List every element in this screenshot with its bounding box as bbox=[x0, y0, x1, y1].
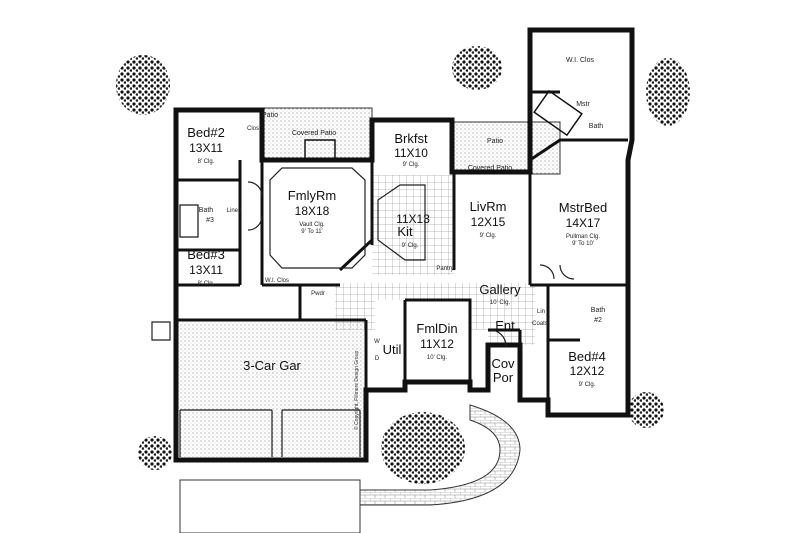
master-tub bbox=[533, 89, 583, 137]
kitchen-floor bbox=[372, 175, 454, 275]
driveway bbox=[179, 479, 361, 533]
kitchen-island bbox=[377, 184, 426, 261]
shrub-bottom-left bbox=[138, 436, 172, 470]
patio-right-label: Patio bbox=[487, 138, 503, 145]
bath3-label: Bath bbox=[199, 207, 214, 214]
shrub-bottom-right bbox=[628, 392, 664, 428]
patio-right-area bbox=[451, 121, 561, 175]
garage-side-door bbox=[151, 321, 171, 341]
ent-label: Ent bbox=[495, 318, 515, 333]
pantry-label: Pantry bbox=[436, 266, 453, 272]
d-label: D bbox=[375, 356, 380, 362]
fmldin-dim: 11X12 bbox=[420, 337, 454, 351]
brkfst-name: Brkfst bbox=[394, 131, 428, 146]
bed2-dim: 13X11 bbox=[189, 141, 223, 155]
bath2-label: Bath bbox=[591, 307, 606, 314]
brkfst-note: 9' Clg. bbox=[403, 162, 420, 168]
livrm-dim: 12X15 bbox=[471, 215, 506, 229]
bed4-dim: 12X12 bbox=[570, 364, 605, 378]
brkfst-dim: 11X10 bbox=[394, 146, 428, 160]
front-walk bbox=[359, 404, 521, 506]
kit-name: Kit bbox=[397, 224, 413, 239]
kit-dim: 11X13 bbox=[396, 212, 430, 226]
gallery-label: Gallery bbox=[479, 282, 521, 297]
bed3-name: Bed#3 bbox=[187, 247, 225, 262]
copyright-text: © Copyright, Fillmore Design Group bbox=[353, 351, 360, 430]
linen-label: Linen bbox=[227, 208, 242, 214]
garage-name: 3-Car Gar bbox=[243, 358, 301, 373]
mstr-bath-label2: Bath bbox=[589, 123, 604, 130]
bed3-dim: 13X11 bbox=[189, 263, 223, 277]
family-room-ceiling bbox=[269, 167, 366, 269]
mstrbed-note: Pullman Clg. bbox=[566, 234, 600, 240]
garage-floor bbox=[176, 320, 364, 457]
bath2-num: #2 bbox=[594, 317, 602, 324]
kit-note: 9' Clg. bbox=[402, 243, 419, 249]
pwdr-label: Pwdr bbox=[311, 291, 325, 297]
door-swings bbox=[247, 181, 575, 347]
famrm-name: FmlyRm bbox=[288, 188, 336, 203]
wi-clos-bed3-label: W.I. Clos bbox=[265, 278, 289, 284]
shrubs bbox=[116, 46, 690, 484]
fmldin-note: 10' Clg. bbox=[427, 355, 447, 361]
bed3-note: 8' Clg. bbox=[198, 281, 215, 287]
bath3-tub bbox=[179, 204, 199, 238]
bed4-name: Bed#4 bbox=[568, 349, 606, 364]
w-label: W bbox=[374, 339, 380, 345]
livrm-name: LivRm bbox=[470, 199, 507, 214]
bed2-note: 8' Clg. bbox=[198, 159, 215, 165]
fireplace bbox=[304, 139, 336, 161]
famrm-note2: 9' To 11' bbox=[301, 229, 322, 235]
lin-label: Lin bbox=[537, 309, 545, 315]
covered-patio-left-label: Covered Patio bbox=[292, 130, 336, 137]
shrub-top-left bbox=[116, 55, 170, 115]
shrub-top-right bbox=[646, 58, 690, 126]
bed4-note: 9' Clg. bbox=[579, 382, 596, 388]
coats-label: Coats bbox=[532, 321, 548, 327]
tree-front bbox=[381, 412, 465, 484]
clos-label: Clos bbox=[247, 126, 259, 132]
cov-por-label2: Por bbox=[493, 370, 514, 385]
mstrbed-dim: 14X17 bbox=[566, 216, 601, 230]
garage-doors bbox=[179, 409, 361, 457]
mstrbed-note2: 9' To 10' bbox=[572, 241, 594, 247]
fmldin-name: FmlDin bbox=[416, 321, 457, 336]
patio-left-label: Patio bbox=[262, 112, 278, 119]
util-label: Util bbox=[383, 342, 402, 357]
bath3-num: #3 bbox=[206, 217, 214, 224]
gallery-floor bbox=[335, 283, 535, 345]
mstrbed-name: MstrBed bbox=[559, 200, 607, 215]
patio-left-area bbox=[261, 107, 373, 161]
covered-patio-right-label: Covered Patio bbox=[468, 165, 512, 172]
mstr-bath-label: Mstr bbox=[576, 101, 590, 108]
famrm-dim: 18X18 bbox=[295, 204, 330, 218]
room-labels: Patio Covered Patio Patio Covered Patio … bbox=[187, 57, 607, 430]
interior-walls bbox=[176, 90, 628, 415]
shrub-top-center bbox=[452, 46, 502, 90]
wi-clos-top-label: W.I. Clos bbox=[566, 57, 595, 64]
cov-por-label1: Cov bbox=[491, 356, 515, 371]
livrm-note: 9' Clg. bbox=[480, 233, 497, 239]
bed2-name: Bed#2 bbox=[187, 125, 225, 140]
gallery-note: 10' Clg. bbox=[490, 300, 510, 306]
famrm-note: Vault Clg. bbox=[299, 222, 325, 228]
exterior-walls bbox=[173, 27, 635, 463]
